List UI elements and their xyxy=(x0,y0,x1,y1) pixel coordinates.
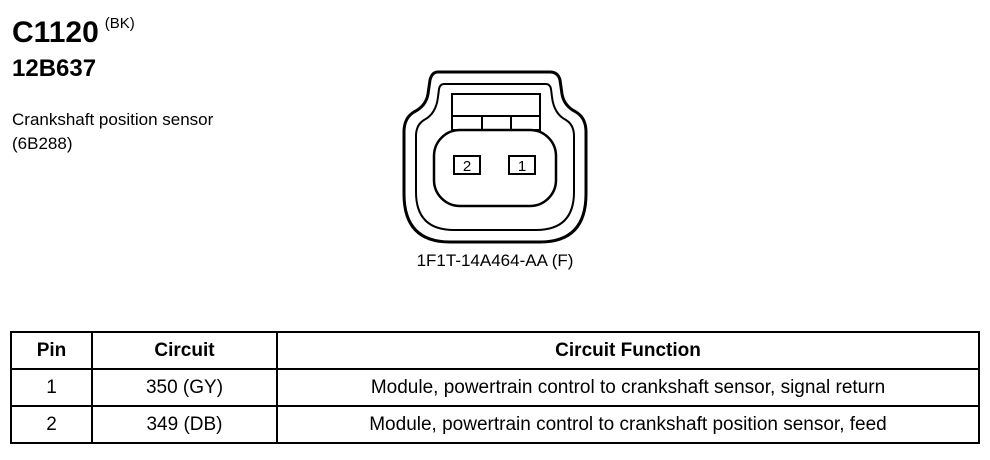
connector-terminal-cavity xyxy=(432,128,558,208)
connector-locking-tab xyxy=(451,93,541,131)
connector-color: (BK) xyxy=(104,15,135,32)
connector-id-heading: C1120 (BK) xyxy=(12,4,135,53)
pin-table: Pin Circuit Circuit Function 1 350 (GY) … xyxy=(10,331,980,444)
pin-2-box xyxy=(453,155,481,175)
table-header-row: Pin Circuit Circuit Function xyxy=(10,331,980,370)
header-circuit-function: Circuit Function xyxy=(276,331,980,370)
pin-2-label: 2 xyxy=(463,158,471,175)
pin-1-label: 1 xyxy=(518,158,526,175)
component-name: Crankshaft position sensor xyxy=(12,110,214,129)
connector-part-number: 1F1T-14A464-AA (F) xyxy=(416,251,574,270)
row-1-function: Module, powertrain control to crankshaft… xyxy=(276,368,980,407)
table-row: 1 350 (GY) Module, powertrain control to… xyxy=(10,368,980,407)
connector-face-drawing: 2 1 xyxy=(402,70,588,244)
component-number: (6B288) xyxy=(12,134,73,153)
row-1-circuit: 350 (GY) xyxy=(91,368,278,407)
harness-part-number: 12B637 xyxy=(12,55,97,82)
row-2-circuit: 349 (DB) xyxy=(91,405,278,444)
row-1-pin: 1 xyxy=(10,368,93,407)
row-2-pin: 2 xyxy=(10,405,93,444)
connector-id: C1120 xyxy=(12,16,99,49)
table-row: 2 349 (DB) Module, powertrain control to… xyxy=(10,405,980,444)
header-pin: Pin xyxy=(10,331,93,370)
header-circuit: Circuit xyxy=(91,331,278,370)
pin-1-box xyxy=(508,155,536,175)
row-2-function: Module, powertrain control to crankshaft… xyxy=(276,405,980,444)
